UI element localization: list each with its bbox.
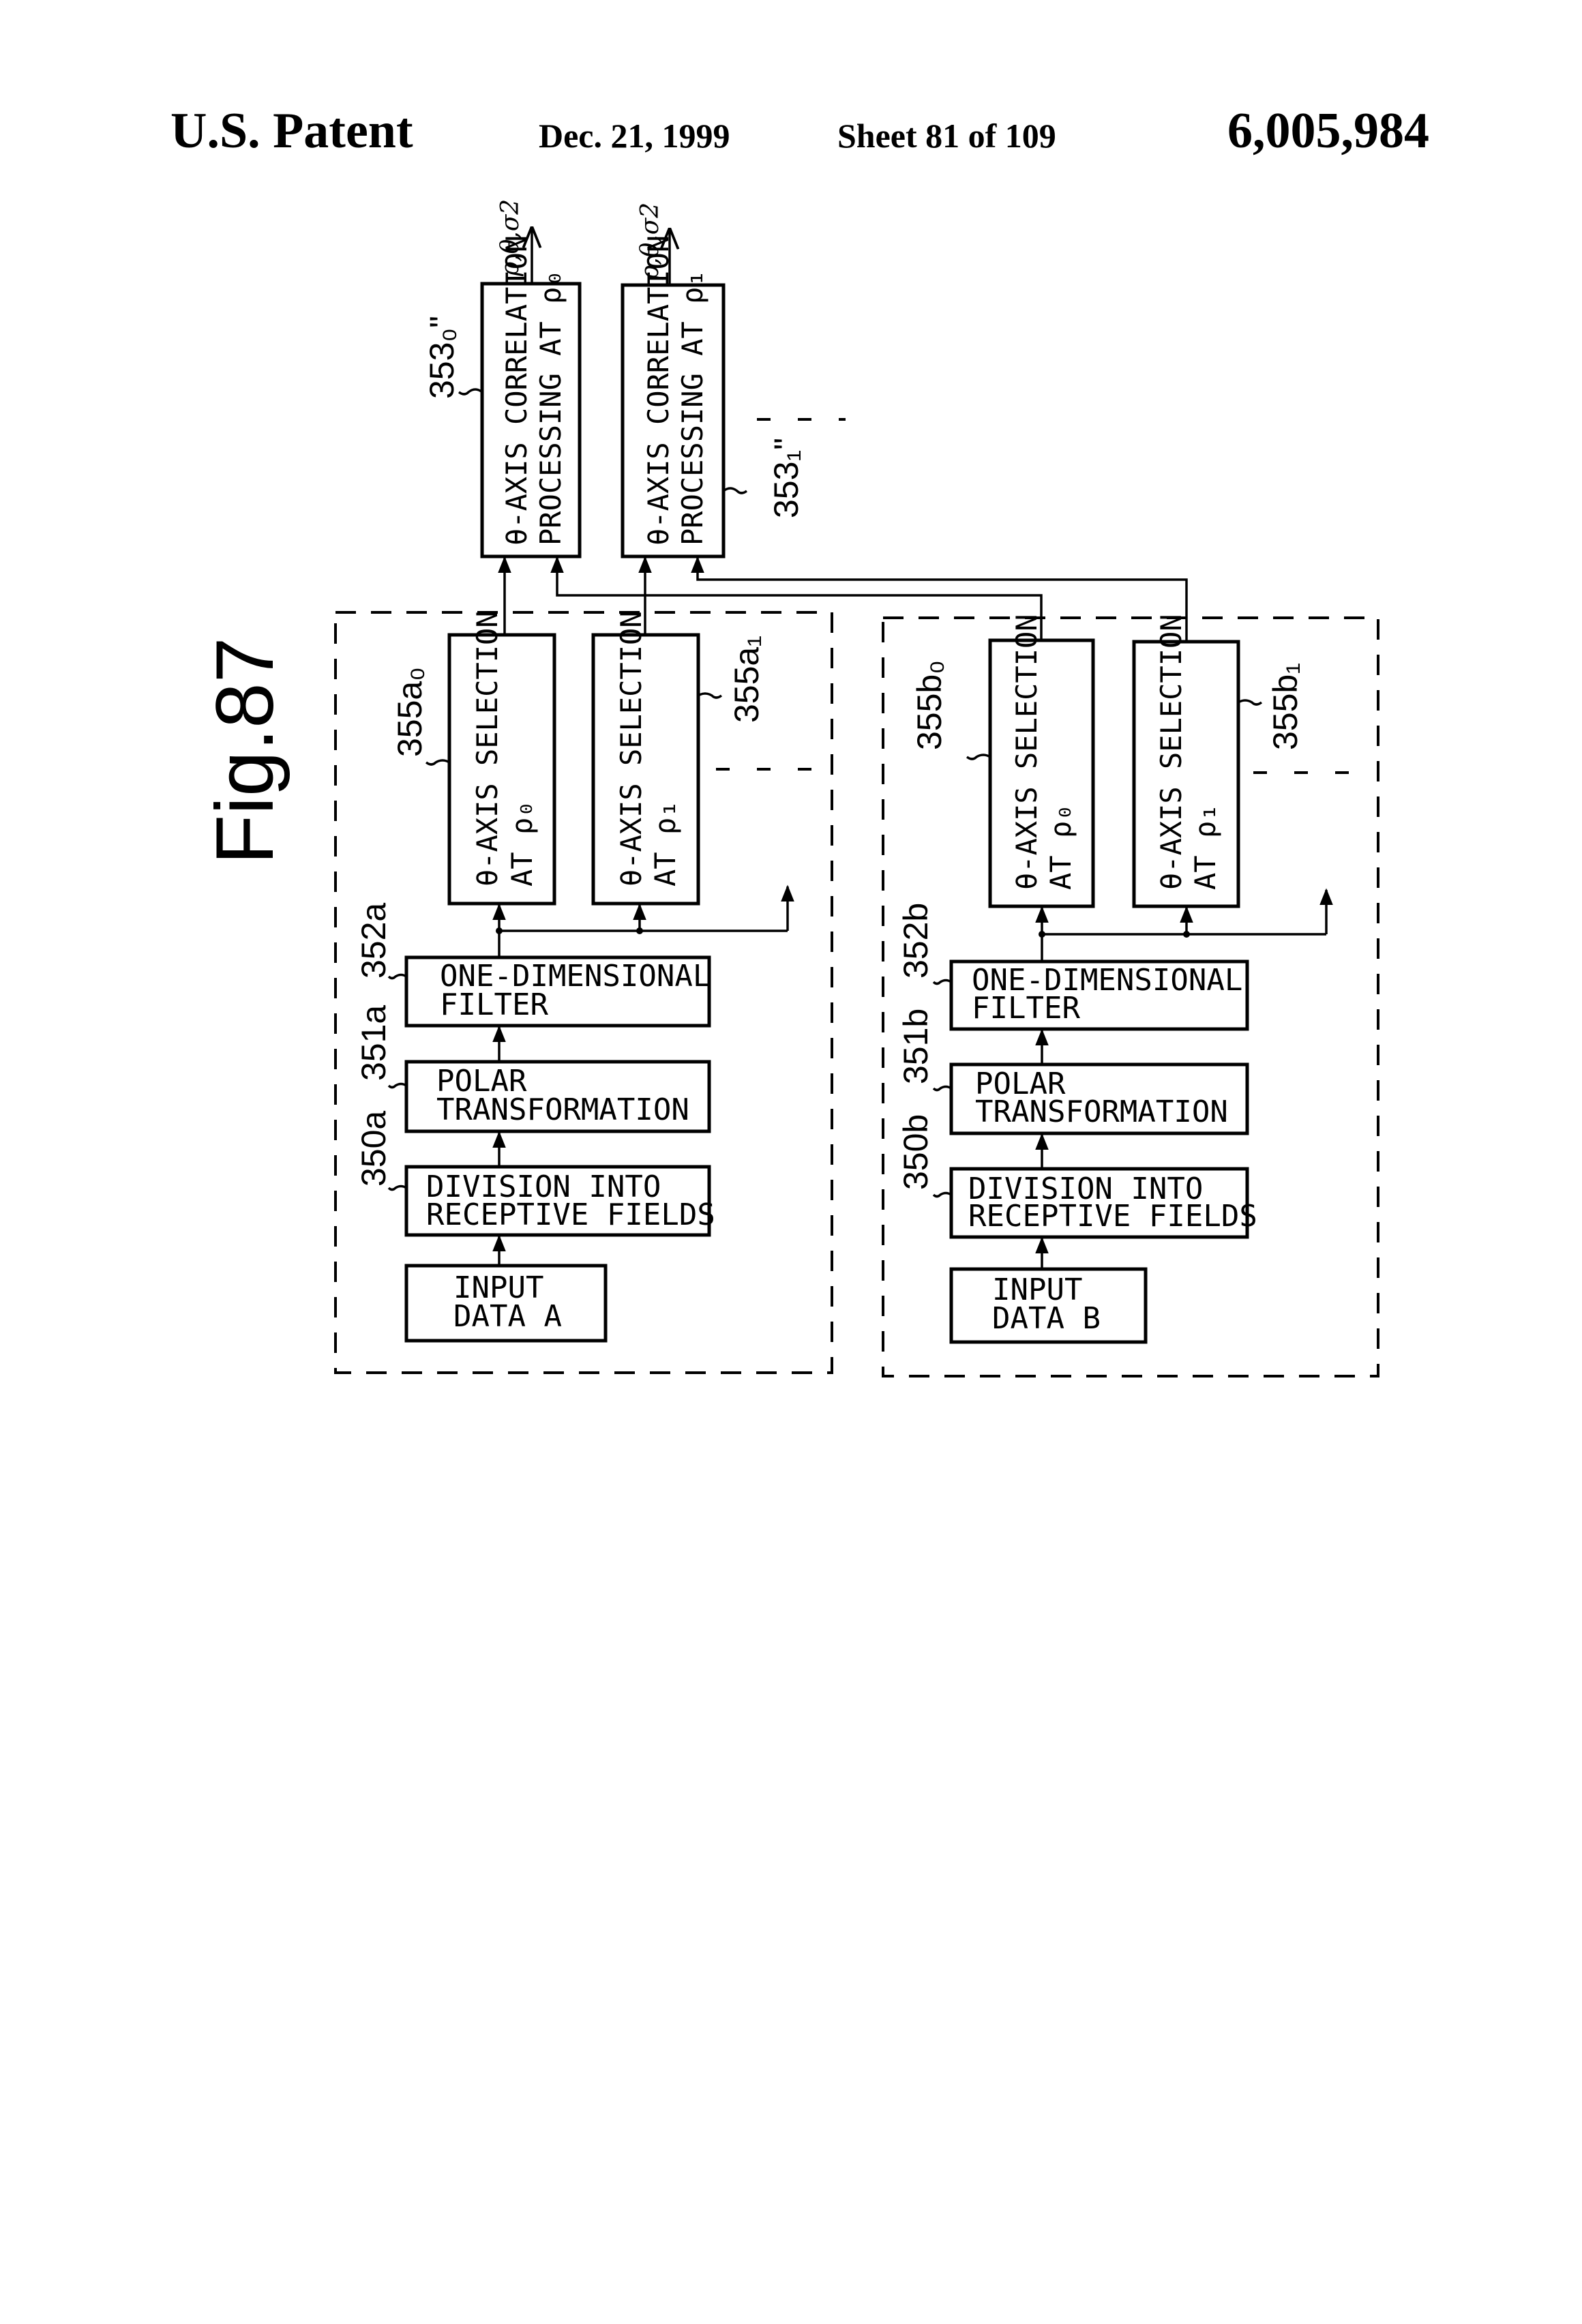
selection-a0-line2: AT ρ₀ xyxy=(505,801,539,887)
selection-b0-line1: θ-AXIS SELECTION xyxy=(1010,614,1043,890)
polar-b-line2: TRANSFORMATION xyxy=(975,1094,1228,1129)
selection-a1-line2: AT ρ₁ xyxy=(648,801,682,887)
selection-a1-line1: θ-AXIS SELECTION xyxy=(614,610,648,887)
correlation-block-1: θ-AXIS CORRELATION PROCESSING AT ρ₁ ρ,θ,… xyxy=(623,203,805,556)
leader-350b xyxy=(934,1193,951,1197)
junction-a1 xyxy=(636,927,643,934)
leader-355b1 xyxy=(1238,700,1262,704)
selection-a0-line1: θ-AXIS SELECTION xyxy=(471,610,504,887)
selection-b1-line1: θ-AXIS SELECTION xyxy=(1154,614,1188,890)
wire-b1-to-correlation-1 xyxy=(698,558,1186,642)
leader-355a1 xyxy=(698,694,721,698)
ref-352b: 352b xyxy=(897,903,935,979)
division-a-line2: RECEPTIVE FIELDS xyxy=(426,1197,715,1232)
ref-351b: 351b xyxy=(897,1009,935,1084)
junction-a0 xyxy=(496,927,503,934)
ref-355a0: 355a₀ xyxy=(391,667,429,757)
ref-355b0: 355b₀ xyxy=(910,660,949,750)
filter-b-line2: FILTER xyxy=(972,991,1080,1026)
filter-a-line2: FILTER xyxy=(440,987,548,1022)
correlation-1-line2: PROCESSING AT ρ₁ xyxy=(676,269,709,546)
ref-353-1: 353₁" xyxy=(767,438,805,518)
output-label-0: ρ,θ,σ2 xyxy=(496,199,524,277)
correlation-0-line2: PROCESSING AT ρ₀ xyxy=(534,269,567,546)
input-a-line2: DATA A xyxy=(453,1299,562,1334)
ref-350a: 350a xyxy=(355,1111,393,1187)
junction-b0 xyxy=(1039,931,1045,938)
junction-b1 xyxy=(1183,931,1190,938)
leader-353-1 xyxy=(723,488,747,493)
output-label-1: ρ,θ,σ2 xyxy=(636,203,664,280)
selection-b1-line2: AT ρ₁ xyxy=(1189,804,1222,890)
correlation-0-line1: θ-AXIS CORRELATION xyxy=(500,235,533,546)
ref-355a1: 355a₁ xyxy=(728,636,766,723)
ref-351a: 351a xyxy=(355,1005,393,1081)
leader-352b xyxy=(934,981,951,984)
leader-353-0 xyxy=(459,389,482,394)
selection-b0-line2: AT ρ₀ xyxy=(1044,804,1077,890)
ref-350b: 350b xyxy=(897,1114,935,1190)
input-b-line2: DATA B xyxy=(992,1301,1101,1336)
bank-a: θ-AXIS SELECTION AT ρ₀ 355a₀ θ-AXIS SELE… xyxy=(355,558,811,1341)
ref-353-0: 353₀" xyxy=(423,316,461,399)
leader-355b0 xyxy=(967,755,990,759)
leader-355a0 xyxy=(426,760,449,764)
leader-351a xyxy=(389,1084,406,1088)
ref-352a: 352a xyxy=(355,903,393,979)
correlation-block-0: θ-AXIS CORRELATION PROCESSING AT ρ₀ ρ,θ,… xyxy=(423,199,580,556)
ref-355b1: 355b₁ xyxy=(1266,663,1304,750)
division-b-line2: RECEPTIVE FIELDS xyxy=(968,1199,1257,1234)
figure-label: Fig.87 xyxy=(199,637,290,865)
polar-a-line2: TRANSFORMATION xyxy=(436,1092,689,1127)
leader-351b xyxy=(934,1087,951,1090)
